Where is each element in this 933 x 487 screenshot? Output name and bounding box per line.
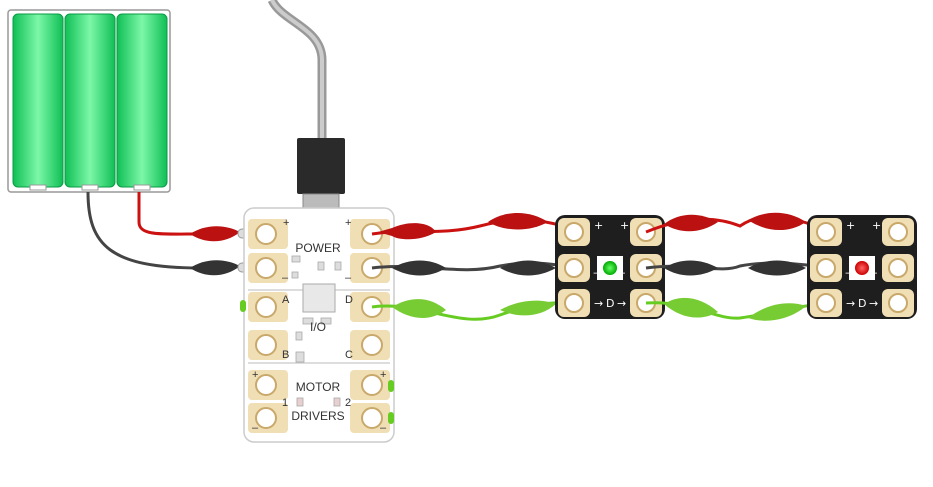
led2-pad-plus-out[interactable]: [882, 218, 914, 246]
battery-pack[interactable]: [7, 9, 171, 193]
led1-plus-in: +: [594, 219, 603, 232]
minus-sign-power-right: –: [345, 272, 352, 284]
led1-plus-out: +: [620, 219, 629, 232]
led1-minus-in: –: [593, 266, 599, 279]
led1-pad-plus-in[interactable]: [558, 218, 590, 246]
led2-pad-minus-out[interactable]: [882, 254, 914, 282]
led2-data-label: D: [858, 297, 866, 310]
pad-power-plus-left[interactable]: [248, 219, 288, 249]
led2-minus-out: –: [872, 266, 878, 279]
led2-pad-data-in[interactable]: [810, 289, 842, 317]
plus-sign-motor2: +: [380, 369, 386, 381]
led2-arrow-out: →: [869, 297, 878, 310]
battery-cell-1: [12, 13, 64, 188]
led1-arrow-in: →: [594, 297, 603, 310]
led1-minus-out: –: [620, 266, 626, 279]
pad-motor2-plus[interactable]: [350, 370, 390, 400]
pad-motor1-plus[interactable]: [248, 370, 288, 400]
wire-signal-led1-led2[interactable]: [645, 297, 831, 321]
motor-label: MOTOR: [296, 380, 341, 394]
pin-c-label: C: [345, 349, 353, 361]
pad-power-minus-left[interactable]: [248, 253, 288, 283]
led2-plus-out: +: [872, 219, 881, 232]
wire-power-controller-led1[interactable]: [371, 213, 581, 240]
led2-pad-minus-in[interactable]: [810, 254, 842, 282]
plus-sign-power-left: +: [283, 217, 289, 229]
io-label: I/O: [310, 320, 326, 334]
led2-arrow-in: →: [846, 297, 855, 310]
pin-a-label: A: [282, 294, 290, 306]
led2-plus-in: +: [846, 219, 855, 232]
pin-d-label: D: [345, 294, 353, 306]
pad-motor2-minus[interactable]: [350, 403, 390, 433]
battery-ground-wire: [86, 191, 201, 270]
pad-power-plus-right[interactable]: [350, 219, 390, 249]
led1-arrow-out: →: [617, 297, 626, 310]
power-label: POWER: [295, 241, 341, 255]
minus-sign-motor1: –: [252, 422, 259, 434]
edge-nub-a: [240, 300, 246, 312]
pad-b[interactable]: [248, 330, 288, 360]
led1-light: [603, 261, 617, 275]
edge-nub-motor2-minus: [388, 412, 394, 424]
led1-data-label: D: [606, 297, 614, 310]
led2-pad-data-out[interactable]: [882, 289, 914, 317]
minus-sign-motor2: –: [380, 422, 387, 434]
edge-nub-motor2-plus: [388, 380, 394, 392]
controller-chip: [302, 283, 336, 313]
led2-minus-in: –: [845, 266, 851, 279]
plus-sign-motor1: +: [252, 369, 258, 381]
led-module-2: + + – – → D →: [807, 215, 917, 319]
motor-2-label: 2: [345, 397, 351, 409]
wire-ground-controller-led1[interactable]: [371, 260, 579, 276]
led1-pad-minus-in[interactable]: [558, 254, 590, 282]
led2-light: [855, 261, 869, 275]
pad-c[interactable]: [350, 330, 390, 360]
controller-board: POWER I/O MOTOR DRIVERS A B C D 1 2 + – …: [243, 207, 395, 443]
wire-ground-led1-led2[interactable]: [645, 260, 831, 276]
drivers-label: DRIVERS: [291, 409, 344, 423]
pin-b-label: B: [282, 349, 289, 361]
pad-a[interactable]: [248, 292, 288, 322]
led2-pad-plus-in[interactable]: [810, 218, 842, 246]
usb-cable: [267, 0, 345, 223]
wire-signal-controller-led1[interactable]: [371, 299, 579, 321]
minus-sign-power-left: –: [282, 272, 289, 284]
led1-pad-data-in[interactable]: [558, 289, 590, 317]
usb-plug[interactable]: [297, 138, 345, 194]
battery-cell-2: [64, 13, 116, 188]
battery-cell-3: [116, 13, 168, 188]
plus-sign-power-right: +: [345, 217, 351, 229]
pad-motor1-minus[interactable]: [248, 403, 288, 433]
wire-power-led1-led2[interactable]: [645, 212, 831, 234]
battery-power-wire: [137, 192, 201, 236]
motor-1-label: 1: [282, 397, 288, 409]
